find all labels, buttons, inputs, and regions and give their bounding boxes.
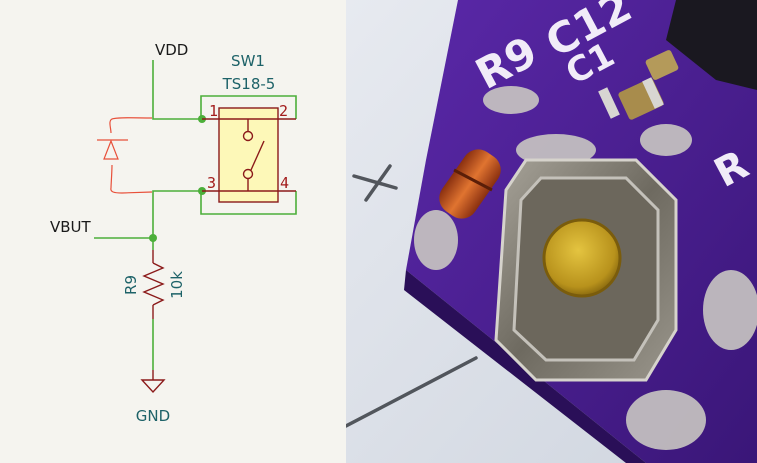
switch-sw1[interactable]: 1 2 3 4 SW1 TS18-5 bbox=[202, 52, 296, 203]
wire-sw-node bbox=[152, 190, 202, 238]
wire-vdd bbox=[152, 60, 202, 120]
grid-dots bbox=[0, 0, 346, 463]
ic-chip bbox=[666, 0, 757, 90]
pin-number-3: 3 bbox=[207, 174, 216, 192]
schematic-panel: 1 2 3 4 SW1 TS18-5 R9 10k GND VDD VBUT bbox=[0, 0, 346, 463]
resistor-reference: R9 bbox=[122, 275, 140, 295]
button-cap bbox=[542, 218, 622, 298]
switch-value: TS18-5 bbox=[222, 75, 276, 93]
smd-capacitor bbox=[598, 50, 679, 120]
tactile-switch bbox=[494, 158, 678, 382]
resistor-value: 10k bbox=[168, 271, 186, 299]
solder-joints bbox=[414, 86, 757, 450]
switch-reference: SW1 bbox=[231, 52, 265, 70]
pcb-photo: R9 C12 C1 R bbox=[346, 0, 757, 463]
pin-number-2: 2 bbox=[279, 102, 288, 120]
wire-pin1-pin2 bbox=[200, 95, 297, 119]
wire-pin3-pin4 bbox=[200, 191, 297, 215]
vbut-label[interactable]: VBUT bbox=[50, 218, 92, 236]
gnd-symbol[interactable]: GND bbox=[136, 370, 170, 425]
vdd-label[interactable]: VDD bbox=[155, 41, 188, 59]
paper-marks bbox=[346, 164, 478, 428]
pin-number-1: 1 bbox=[209, 102, 218, 120]
diode-component bbox=[439, 149, 501, 219]
diode-sketch bbox=[97, 117, 153, 194]
ground-icon bbox=[140, 379, 166, 394]
resistor-r9[interactable]: R9 10k bbox=[122, 238, 186, 319]
gnd-label: GND bbox=[136, 407, 170, 425]
wires bbox=[94, 60, 297, 370]
switch-pins bbox=[202, 118, 296, 192]
pin-number-4: 4 bbox=[280, 174, 289, 192]
resistor-symbol bbox=[142, 250, 165, 319]
